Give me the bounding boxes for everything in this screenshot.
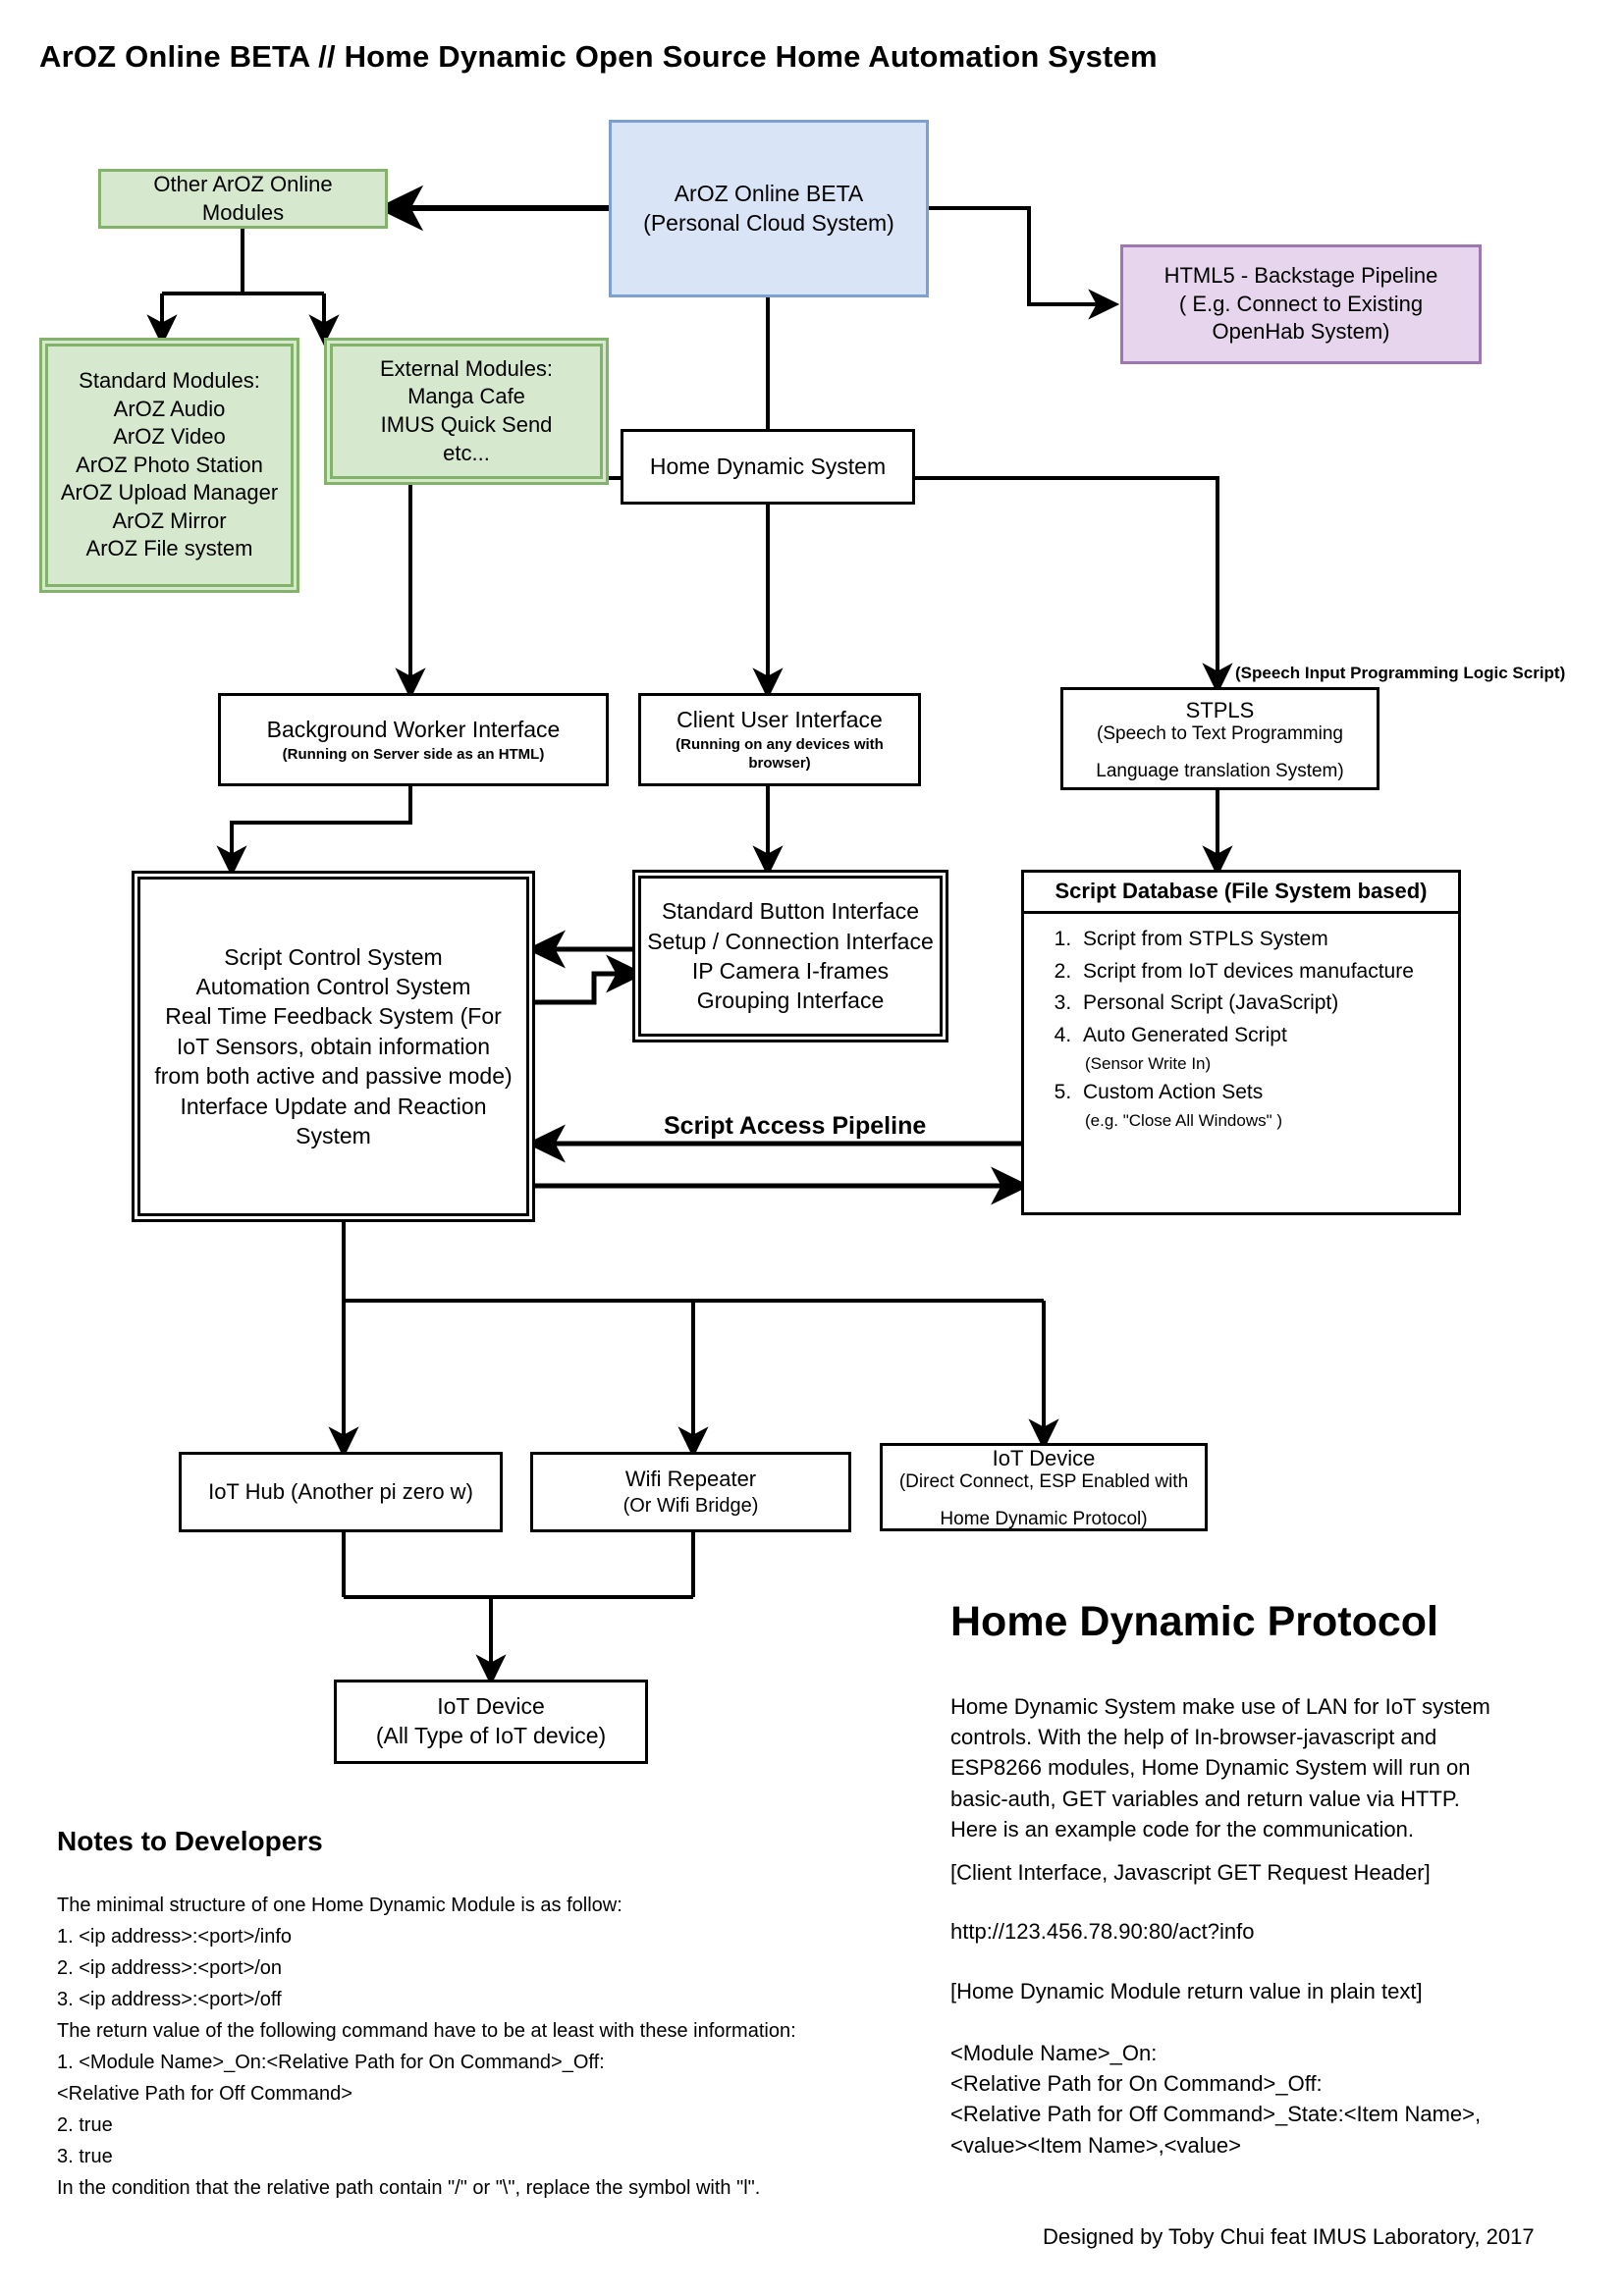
- script-access-pipeline-label: Script Access Pipeline: [664, 1112, 927, 1140]
- node-iot-device-direct-label: IoT Device: [992, 1446, 1096, 1471]
- stpls-edge-label: (Speech Input Programming Logic Script): [1235, 664, 1566, 682]
- node-iot-hub[interactable]: IoT Hub (Another pi zero w): [179, 1452, 503, 1532]
- node-script-control-system[interactable]: Script Control System Automation Control…: [132, 871, 535, 1222]
- node-standard-button-interface[interactable]: Standard Button Interface Setup / Connec…: [632, 870, 948, 1042]
- node-client-user-interface-sublabel: (Running on any devices with browser): [676, 735, 884, 773]
- node-aroz-online-beta[interactable]: ArOZ Online BETA (Personal Cloud System): [609, 120, 929, 297]
- protocol-paragraph: Home Dynamic System make use of LAN for …: [950, 1694, 1490, 1842]
- node-iot-device-direct-sublabel: (Direct Connect, ESP Enabled with Home D…: [898, 1470, 1189, 1529]
- node-background-worker-interface[interactable]: Background Worker Interface (Running on …: [218, 693, 609, 786]
- node-background-worker-interface-sublabel: (Running on Server side as an HTML): [282, 745, 545, 763]
- script-database-header: Script Database (File System based): [1024, 873, 1458, 914]
- node-other-aroz-modules[interactable]: Other ArOZ Online Modules: [98, 169, 388, 229]
- node-standard-modules[interactable]: Standard Modules: ArOZ Audio ArOZ Video …: [39, 338, 299, 593]
- node-client-user-interface-label: Client User Interface: [676, 707, 883, 733]
- list-item: Script from STPLS System: [1077, 924, 1458, 956]
- node-standard-button-interface-label: Standard Button Interface Setup / Connec…: [647, 898, 934, 1014]
- node-iot-device-all[interactable]: IoT Device (All Type of IoT device): [334, 1680, 648, 1764]
- node-iot-hub-label: IoT Hub (Another pi zero w): [208, 1478, 473, 1504]
- protocol-return-header: [Home Dynamic Module return value in pla…: [950, 1979, 1423, 2003]
- list-item: Personal Script (JavaScript): [1077, 988, 1458, 1020]
- node-iot-device-all-label: IoT Device (All Type of IoT device): [375, 1693, 607, 1748]
- node-wifi-repeater[interactable]: Wifi Repeater (Or Wifi Bridge): [530, 1452, 851, 1532]
- notes-body: The minimal structure of one Home Dynami…: [57, 1895, 796, 2199]
- protocol-client-header: [Client Interface, Javascript GET Reques…: [950, 1860, 1431, 1885]
- node-html5-backstage-pipeline-label: HTML5 - Backstage Pipeline ( E.g. Connec…: [1163, 263, 1438, 345]
- node-home-dynamic-system-label: Home Dynamic System: [649, 453, 887, 479]
- script-database-list: Script from STPLS System Script from IoT…: [1024, 924, 1458, 1134]
- list-item: Auto Generated Script (Sensor Write In): [1077, 1020, 1458, 1077]
- page-title: ArOZ Online BETA // Home Dynamic Open So…: [39, 39, 1158, 74]
- node-wifi-repeater-sublabel: (Or Wifi Bridge): [622, 1495, 759, 1518]
- node-stpls-label: STPLS: [1185, 698, 1255, 723]
- node-iot-device-direct[interactable]: IoT Device (Direct Connect, ESP Enabled …: [880, 1443, 1208, 1531]
- node-background-worker-interface-label: Background Worker Interface: [266, 716, 561, 742]
- node-script-database[interactable]: Script Database (File System based) Scri…: [1021, 870, 1461, 1215]
- node-standard-modules-label: Standard Modules: ArOZ Audio ArOZ Video …: [60, 367, 279, 561]
- node-wifi-repeater-label: Wifi Repeater: [624, 1466, 757, 1491]
- protocol-heading: Home Dynamic Protocol: [950, 1598, 1438, 1645]
- node-aroz-online-beta-label: ArOZ Online BETA (Personal Cloud System): [643, 180, 894, 236]
- protocol-return-body: <Module Name>_On: <Relative Path for On …: [950, 2041, 1482, 2158]
- list-item: Custom Action Sets (e.g. "Close All Wind…: [1077, 1077, 1458, 1134]
- node-home-dynamic-system[interactable]: Home Dynamic System: [621, 429, 915, 505]
- node-external-modules-label: External Modules: Manga Cafe IMUS Quick …: [379, 355, 554, 465]
- node-client-user-interface[interactable]: Client User Interface (Running on any de…: [638, 693, 921, 786]
- footer-credit: Designed by Toby Chui feat IMUS Laborato…: [1043, 2224, 1535, 2249]
- node-other-aroz-modules-label: Other ArOZ Online Modules: [153, 171, 333, 225]
- node-html5-backstage-pipeline[interactable]: HTML5 - Backstage Pipeline ( E.g. Connec…: [1120, 244, 1482, 364]
- node-stpls[interactable]: STPLS (Speech to Text Programming Langua…: [1060, 687, 1380, 790]
- node-external-modules[interactable]: External Modules: Manga Cafe IMUS Quick …: [324, 338, 609, 485]
- notes-heading: Notes to Developers: [57, 1826, 323, 1856]
- list-item: Script from IoT devices manufacture: [1077, 956, 1458, 988]
- protocol-url: http://123.456.78.90:80/act?info: [950, 1919, 1255, 1944]
- node-script-control-system-label: Script Control System Automation Control…: [154, 943, 513, 1148]
- node-stpls-sublabel: (Speech to Text Programming Language tra…: [1096, 722, 1344, 781]
